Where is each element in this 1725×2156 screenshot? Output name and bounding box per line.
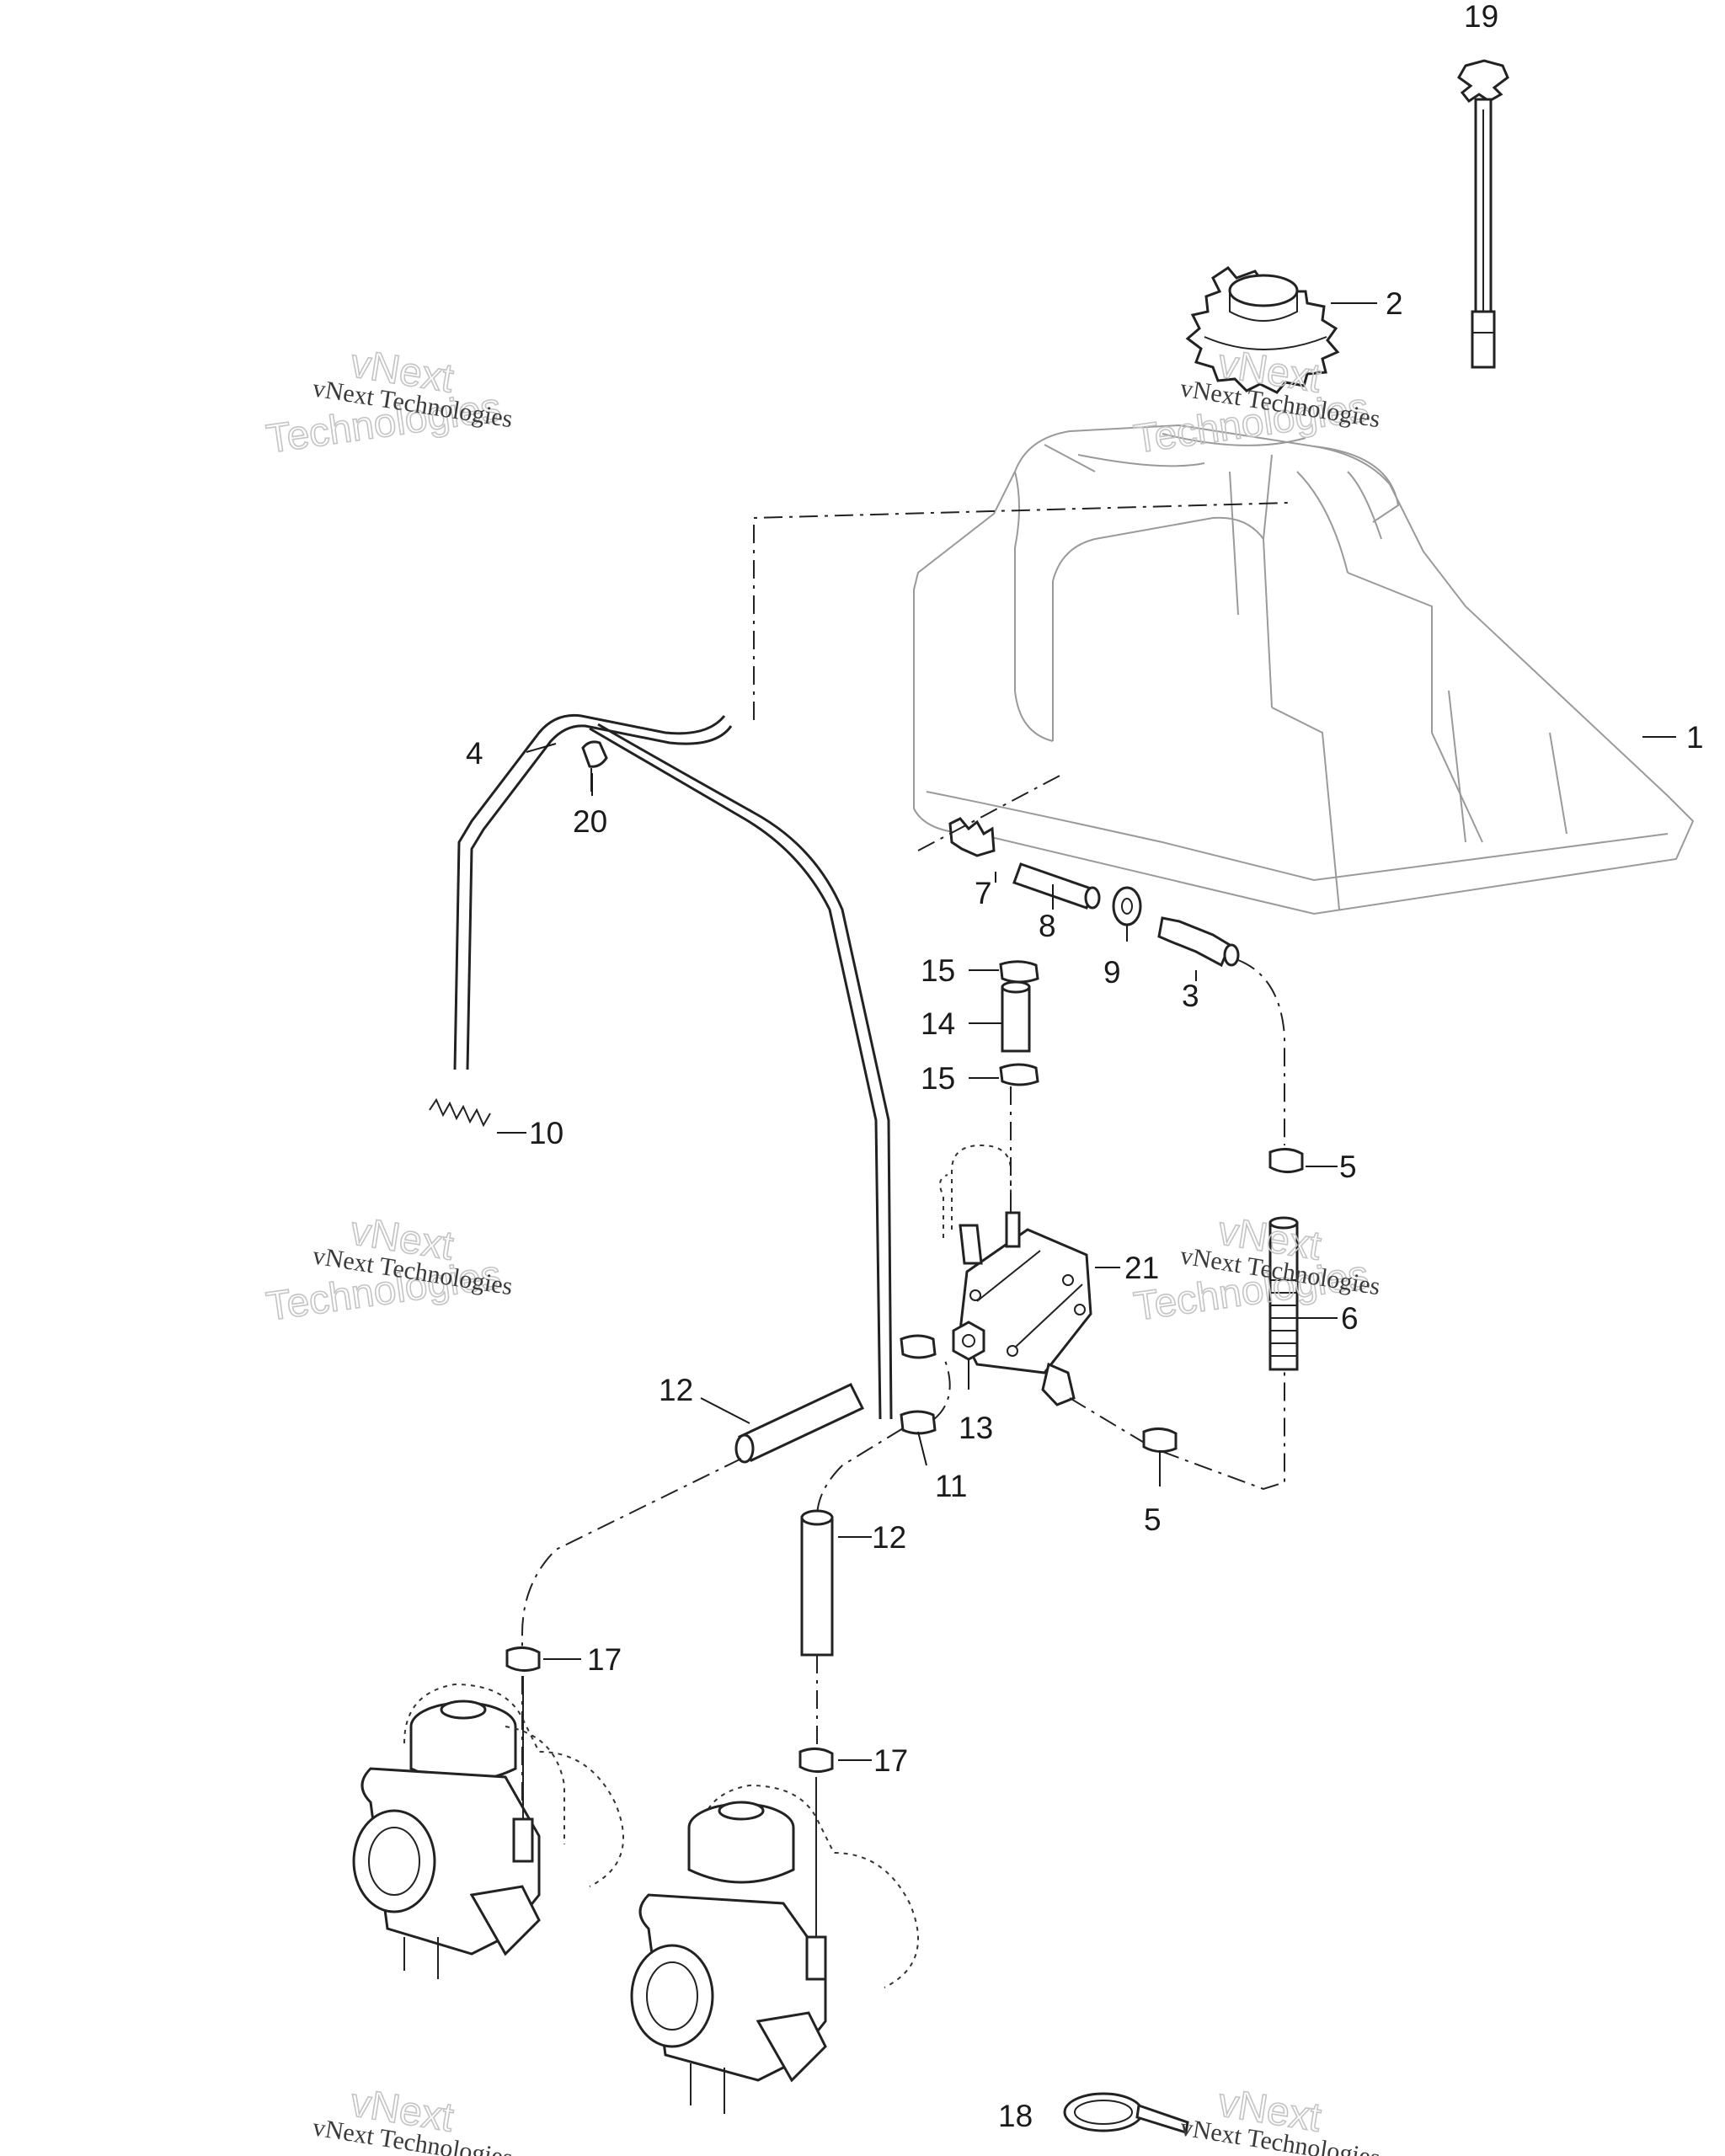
callout-14: 14 xyxy=(921,1006,955,1041)
callout-3: 3 xyxy=(1182,979,1199,1013)
pump-hose-parts xyxy=(999,960,1039,1086)
callout-labels: 1 2 3 4 5 5 6 7 8 9 10 11 12 12 13 14 15… xyxy=(466,0,1704,2133)
cable-tie xyxy=(1063,2092,1189,2134)
watermark-bottom-left: vNext vNext Technologies xyxy=(311,2079,515,2156)
callout-5a: 5 xyxy=(1339,1150,1357,1184)
fuel-tank xyxy=(913,424,1695,915)
callout-8: 8 xyxy=(1039,909,1056,943)
carburetor-left xyxy=(352,1676,624,1979)
callout-15b: 15 xyxy=(921,1061,955,1096)
callout-11: 11 xyxy=(935,1469,967,1503)
nut xyxy=(952,1321,985,1361)
watermark-mid-right: vNext Technologies vNext Technologies xyxy=(1130,1208,1382,1330)
watermark-bottom-right: vNext vNext Technologies xyxy=(1178,2079,1382,2156)
leader-lines xyxy=(497,302,1676,1761)
callout-20: 20 xyxy=(573,804,607,839)
callout-12a: 12 xyxy=(659,1373,693,1407)
callout-9: 9 xyxy=(1103,955,1121,990)
fuel-hoses-12 xyxy=(734,1383,865,1657)
callout-17a: 17 xyxy=(587,1642,622,1677)
callout-15a: 15 xyxy=(921,953,955,988)
callout-5b: 5 xyxy=(1144,1502,1162,1537)
callout-1: 1 xyxy=(1686,720,1704,755)
vent-clip xyxy=(581,740,608,792)
tank-outlet-parts xyxy=(917,774,1285,1145)
watermark-mid-left: vNext Technologies vNext Technologies xyxy=(263,1208,515,1330)
watermark-top-left: vNext Technologies vNext Technologies xyxy=(263,340,515,462)
callout-21: 21 xyxy=(1124,1251,1159,1285)
callout-4: 4 xyxy=(466,736,483,771)
carburetor-right xyxy=(630,1777,919,2114)
callout-10: 10 xyxy=(529,1116,563,1150)
callout-12b: 12 xyxy=(872,1520,906,1555)
carb-clamps xyxy=(505,1646,834,1773)
callout-7: 7 xyxy=(975,876,992,910)
return-line-parts xyxy=(1142,1148,1304,1453)
callout-2: 2 xyxy=(1386,286,1403,321)
callout-17b: 17 xyxy=(873,1743,908,1778)
callout-6: 6 xyxy=(1341,1301,1359,1336)
fuel-gauge-rod xyxy=(1457,59,1509,369)
callout-19: 19 xyxy=(1464,0,1498,34)
clamps-11 xyxy=(900,1334,937,1435)
vent-line xyxy=(453,502,1290,1420)
fuel-cap xyxy=(1185,266,1340,394)
vent-spring xyxy=(429,1097,491,1128)
callout-18: 18 xyxy=(998,2099,1033,2133)
callout-13: 13 xyxy=(959,1411,993,1445)
